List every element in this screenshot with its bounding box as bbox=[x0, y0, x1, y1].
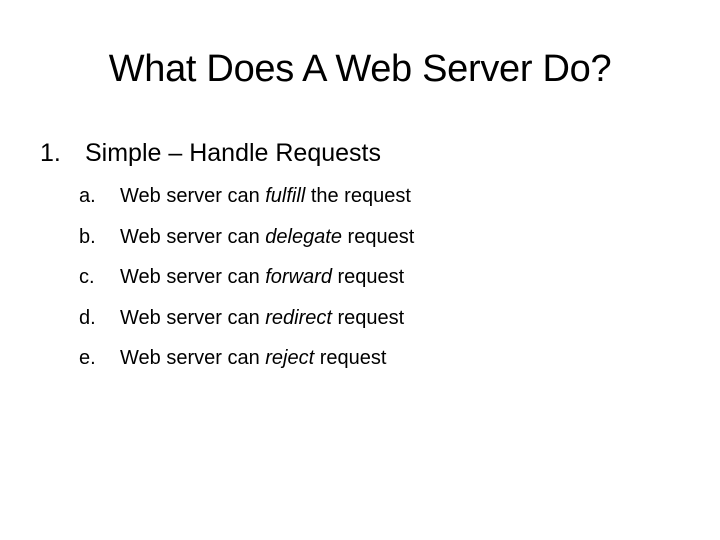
list-item-text: Simple – Handle Requests bbox=[85, 139, 381, 167]
sub-list-item-fulfill: a. Web server can fulfill the request bbox=[79, 176, 679, 217]
sub-item-prefix: Web server can bbox=[120, 347, 266, 369]
sub-item-emphasis: delegate bbox=[265, 225, 342, 248]
sub-item-suffix: request bbox=[342, 225, 415, 248]
sub-item-suffix: request bbox=[331, 266, 405, 288]
sub-list-item-delegate: b. Web server can delegate request bbox=[79, 217, 679, 258]
sub-list-item-redirect: d. Web server can redirect request bbox=[79, 298, 679, 339]
sub-item-prefix: Web server can bbox=[120, 185, 266, 207]
sub-item-emphasis: forward bbox=[265, 266, 332, 288]
sub-item-emphasis: redirect bbox=[265, 306, 332, 329]
sub-list-letter: b. bbox=[79, 225, 96, 248]
sub-list-letter: e. bbox=[79, 347, 96, 369]
sub-item-emphasis: reject bbox=[265, 347, 315, 369]
sub-item-suffix: the request bbox=[305, 185, 411, 207]
sub-list-item-reject: e. Web server can reject request bbox=[79, 338, 679, 379]
list-number: 1. bbox=[40, 139, 61, 167]
sub-item-prefix: Web server can bbox=[120, 225, 266, 248]
slide-title: What Does A Web Server Do? bbox=[108, 48, 612, 90]
list-item-simple: 1. Simple – Handle Requests bbox=[40, 136, 680, 170]
sub-item-prefix: Web server can bbox=[120, 266, 266, 288]
sub-item-prefix: Web server can bbox=[120, 306, 266, 329]
sub-item-suffix: request bbox=[331, 306, 405, 329]
sub-list-letter: d. bbox=[79, 306, 96, 329]
sub-list-letter: a. bbox=[79, 185, 96, 207]
sub-item-emphasis: fulfill bbox=[265, 185, 306, 207]
sub-item-suffix: request bbox=[314, 347, 387, 369]
sub-list: a. Web server can fulfill the request b. W… bbox=[79, 176, 679, 379]
sub-list-letter: c. bbox=[79, 266, 95, 288]
sub-list-item-forward: c. Web server can forward request bbox=[79, 257, 679, 298]
